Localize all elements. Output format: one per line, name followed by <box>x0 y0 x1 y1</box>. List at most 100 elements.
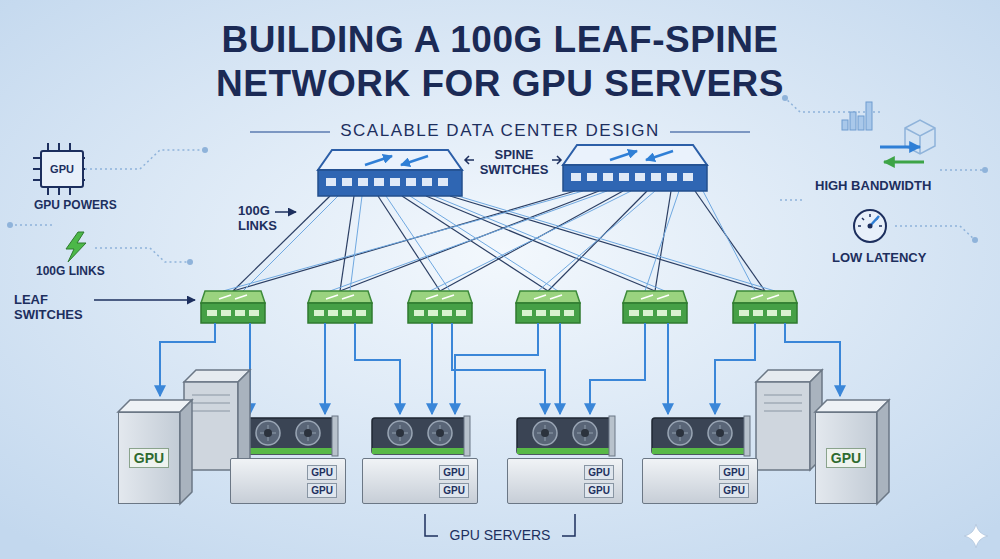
spine-switch <box>365 156 392 165</box>
gpu-card <box>372 416 470 456</box>
leaf-switch <box>201 291 797 323</box>
bar-chart-icon <box>850 112 856 130</box>
circuit-decoration <box>10 98 985 262</box>
leaf-switch <box>623 291 687 323</box>
gauge-icon <box>854 210 886 242</box>
circuit-decoration <box>85 150 205 169</box>
leaf-server-link <box>455 323 538 414</box>
spine-switch <box>646 151 673 160</box>
subtitle-rule <box>670 131 750 133</box>
circuit-decoration <box>940 169 985 171</box>
cube-icon <box>905 120 935 154</box>
leader-arrow <box>275 211 296 213</box>
node-text: GPU <box>826 448 866 468</box>
diagram-title: BUILDING A 100G LEAF-SPINE NETWORK FOR G… <box>120 18 880 106</box>
tower-server <box>756 382 810 470</box>
spine-leaf-link <box>378 196 440 291</box>
leaf-server-link <box>324 323 326 414</box>
gpu-card <box>240 416 338 456</box>
circuit-decoration <box>780 199 805 201</box>
leaf-server-link <box>431 323 433 414</box>
link-label: 100G LINKS <box>238 203 286 233</box>
tower-server <box>877 400 889 504</box>
node-text: GPU <box>584 465 614 480</box>
leaf-switch <box>408 291 472 323</box>
spine-leaf-link <box>548 191 647 291</box>
circuit-dot <box>187 259 193 265</box>
leaf-switch <box>733 291 797 323</box>
spine-leaf-link <box>330 191 607 291</box>
gauge-icon <box>854 210 886 242</box>
leaf-server-link <box>715 323 755 414</box>
node-text: GPU <box>584 483 614 498</box>
spine-switch <box>610 151 637 160</box>
spine-leaf-link <box>350 196 362 291</box>
circuit-dot <box>972 237 978 243</box>
sparkle-watermark <box>964 524 988 548</box>
spine-leaf-link <box>645 191 679 291</box>
spine-leaf-link <box>538 191 655 291</box>
spine-leaf-link <box>233 191 765 291</box>
circuit-decoration <box>10 224 55 226</box>
bandwidth-arrow <box>884 161 924 164</box>
node-text: GPU <box>719 483 749 498</box>
spine-switch <box>318 150 462 170</box>
spine-leaf-link <box>695 191 765 291</box>
node-text: GPU <box>307 465 337 480</box>
node-text: GPU <box>307 483 337 498</box>
spine-leaf-link <box>458 196 775 291</box>
gpu-server: GPU GPU <box>230 458 346 504</box>
circuit-dot <box>7 95 988 265</box>
gpu-card <box>517 416 615 456</box>
feature-label: HIGH BANDWIDTH <box>815 178 931 193</box>
leaf-server-link <box>355 323 400 414</box>
bandwidth-arrow <box>880 146 920 149</box>
tower-server: GPU <box>118 412 180 504</box>
leaf-server-link <box>590 323 645 414</box>
subtitle-rule <box>250 131 330 133</box>
circuit-decoration <box>895 226 975 240</box>
spine-leaf-link <box>223 191 583 291</box>
tower-server <box>238 370 250 470</box>
spine-switch <box>401 156 428 165</box>
leaf-switch <box>201 291 265 323</box>
spine-leaf-link <box>703 191 755 291</box>
tower-server <box>764 395 802 411</box>
spine-switch <box>318 170 462 196</box>
node-text: GPU <box>129 448 169 468</box>
gpu-chip-pins <box>33 143 85 195</box>
group-label: GPU SERVERS <box>442 527 558 544</box>
feature-label: 100G LINKS <box>36 264 105 278</box>
spine-switch <box>326 178 448 186</box>
leader-arrow <box>94 299 195 301</box>
node-text: GPU <box>439 465 469 480</box>
gpu-server: GPU GPU <box>507 458 623 504</box>
node-text: GPU <box>439 483 469 498</box>
bar-chart-icon <box>866 102 872 130</box>
node-text: GPU <box>719 465 749 480</box>
spine-switch <box>318 150 462 196</box>
bar-chart-icon <box>842 120 848 130</box>
bar-chart-icon <box>858 116 864 130</box>
spine-leaf-link <box>655 191 671 291</box>
spine-leaf-link <box>434 196 665 291</box>
spine-switch <box>563 145 707 191</box>
lightning-icon <box>66 232 86 262</box>
feature-label: GPU POWERS <box>34 198 117 212</box>
node-text: GPU <box>50 163 74 175</box>
gpu-card <box>652 416 750 456</box>
leaf-switch <box>308 291 372 323</box>
circuit-decoration <box>95 248 190 262</box>
leaf-server-link <box>559 323 561 414</box>
leaf-server-link <box>452 323 545 414</box>
tower-server <box>192 395 230 411</box>
spine-leaf-link <box>410 196 558 291</box>
tower-server <box>180 400 192 504</box>
spine-switch <box>563 165 707 191</box>
gauge-icon <box>868 224 873 229</box>
leaf-switch <box>516 291 580 323</box>
gpu-chip-icon: GPU <box>40 150 84 188</box>
circuit-dot <box>202 147 208 153</box>
